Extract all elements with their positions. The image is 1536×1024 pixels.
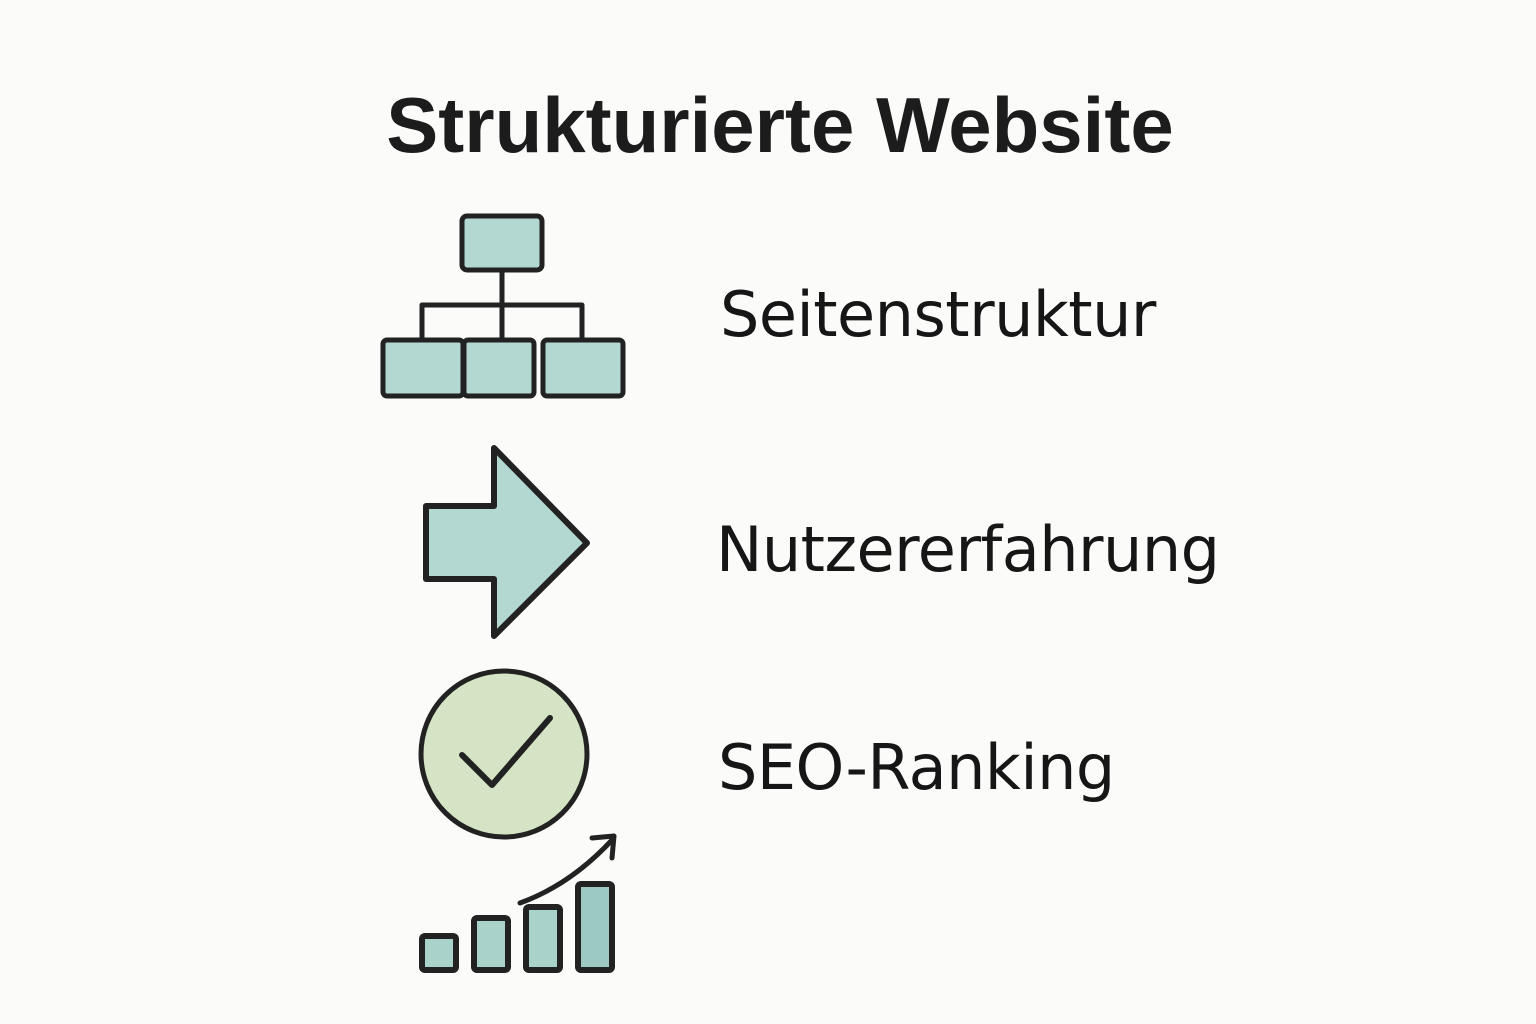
item-label-seitenstruktur: Seitenstruktur	[720, 278, 1156, 351]
sitemap-hierarchy-icon	[378, 212, 628, 402]
item-label-seo-ranking: SEO-Ranking	[718, 731, 1115, 804]
item-label-nutzererfahrung: Nutzererfahrung	[716, 513, 1220, 586]
checkmark-circle-icon	[416, 666, 592, 842]
right-arrow-icon	[420, 442, 595, 642]
diagram-title: Strukturierte Website	[386, 81, 1174, 169]
growth-bar-chart-icon	[416, 830, 626, 976]
